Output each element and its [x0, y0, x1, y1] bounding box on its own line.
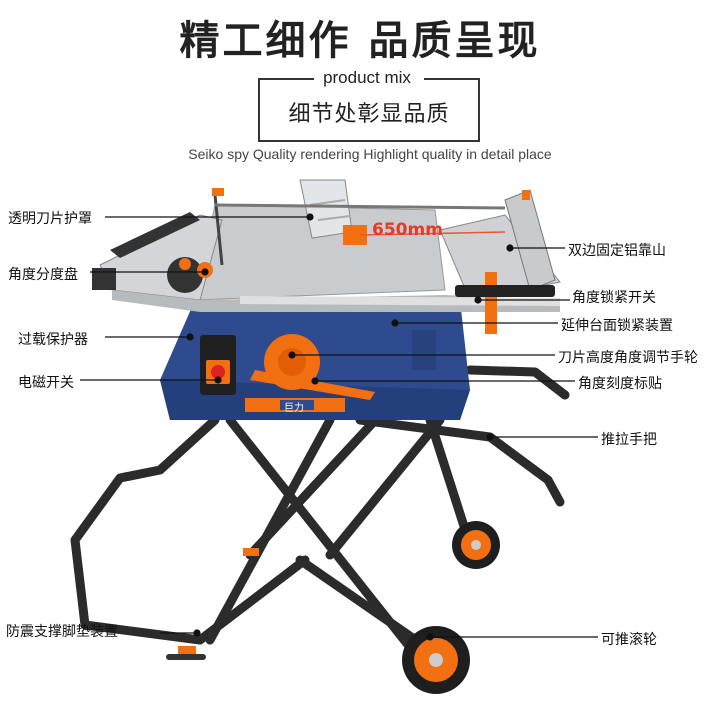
rear-wheel: [452, 521, 500, 569]
label-angle-scale: 角度刻度标贴: [578, 376, 662, 392]
blade-guard: [299, 179, 367, 245]
blade-height-handwheel: [250, 334, 375, 400]
label-push-handle: 推拉手把: [601, 432, 657, 448]
label-angle-lock: 角度锁紧开关: [572, 290, 656, 306]
rear-rail: [214, 203, 506, 210]
page-title: 精工细作 品质呈现: [179, 17, 541, 64]
angle-protractor: [167, 188, 224, 293]
label-overload-protector: 过载保护器: [18, 332, 88, 348]
page-subtitle: 细节处彰显品质: [288, 102, 450, 127]
label-blade-guard: 透明刀片护罩: [8, 211, 92, 227]
anti-vibration-feet: [166, 548, 259, 660]
dimension-label: 650mm: [372, 220, 443, 240]
label-magnetic-switch: 电磁开关: [18, 375, 74, 391]
stand-frame: [70, 365, 570, 665]
dimension-arrow: [359, 231, 506, 236]
saw-body: [160, 300, 470, 420]
callout-lines: [80, 213, 598, 641]
front-wheel: [402, 626, 470, 694]
label-anti-vibration-feet: 防震支撑脚垫装置: [6, 624, 118, 640]
label-rip-fence: 双边固定铝靠山: [568, 243, 666, 259]
label-height-handwheel: 刀片高度角度调节手轮: [558, 350, 698, 366]
product-mix-box: [258, 78, 480, 142]
brand-plate: 巨力: [284, 403, 304, 414]
label-extension-lock: 延伸台面锁紧装置: [561, 318, 673, 334]
label-angle-protractor: 角度分度盘: [8, 267, 78, 283]
aluminum-rip-fence: [455, 189, 556, 334]
label-push-wheels: 可推滚轮: [601, 632, 657, 648]
english-tagline: Seiko spy Quality rendering Highlight qu…: [188, 146, 552, 162]
product-mix-label: product mix: [318, 68, 416, 88]
